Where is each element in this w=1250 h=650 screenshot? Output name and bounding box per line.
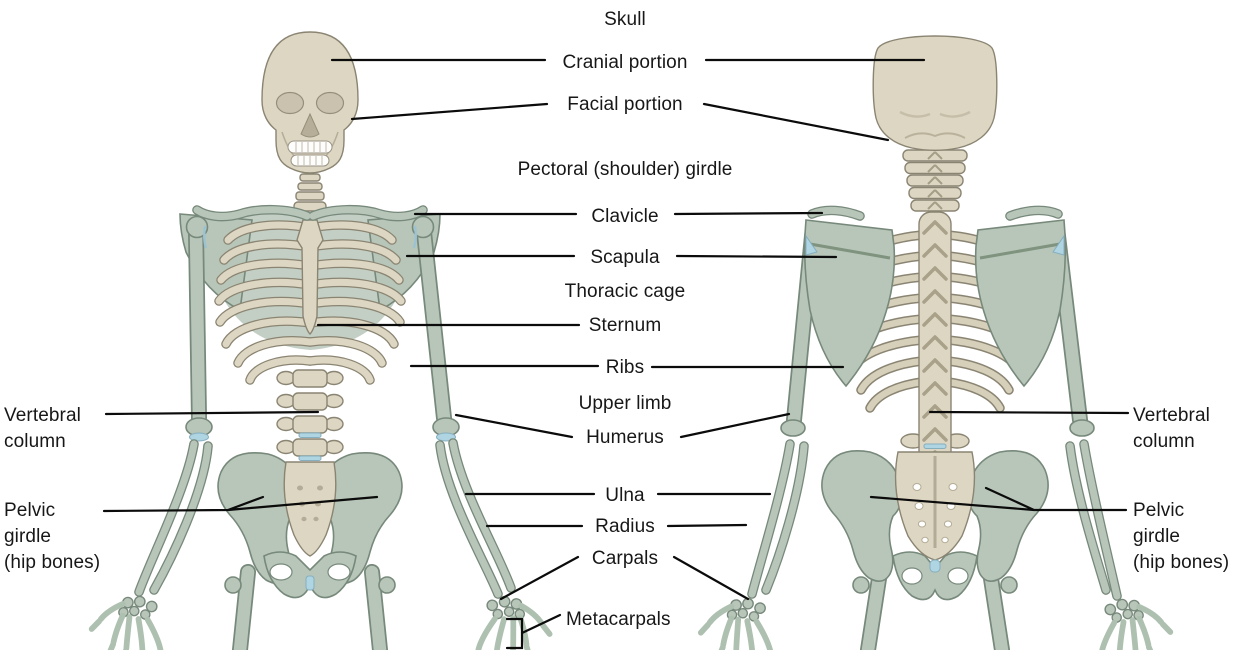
label-scapula: Scapula	[590, 247, 660, 268]
leader-radius-right	[666, 523, 748, 528]
cervical-vertebrae-back	[902, 149, 968, 212]
label-radius: Radius	[595, 516, 655, 537]
leader-humerus-right	[679, 412, 791, 439]
vertebral-line1: Vertebral	[1133, 405, 1210, 426]
label-pelvic-girdle-right: Pelvic girdle (hip bones)	[1133, 498, 1229, 576]
pelvic-line1: Pelvic	[4, 500, 56, 521]
cervical-vertebrae-front	[293, 173, 327, 212]
eye-socket-right	[315, 91, 345, 115]
shoulder-joint-right	[411, 215, 435, 239]
label-upper-limb: Upper limb	[578, 393, 672, 414]
hand-back-right	[1084, 591, 1176, 650]
nasal-aperture	[300, 112, 320, 138]
pelvic-line2: girdle	[1133, 526, 1181, 547]
vertebral-line1: Vertebral	[4, 405, 81, 426]
pelvic-line3: (hip bones)	[4, 552, 101, 573]
leader-scapula-right	[675, 254, 838, 259]
teeth-upper	[287, 140, 333, 154]
skull-back	[872, 35, 998, 151]
label-ulna: Ulna	[605, 485, 645, 506]
leader-metacarpals	[520, 613, 562, 635]
label-pelvic-girdle-left: Pelvic girdle (hip bones)	[4, 498, 100, 576]
elbow-back-right	[1069, 419, 1095, 437]
label-humerus: Humerus	[586, 427, 664, 448]
skull-front	[261, 31, 359, 174]
leader-carpals-right	[672, 555, 750, 601]
leader-pelvic-right	[869, 486, 1128, 512]
pelvis-back	[821, 450, 1049, 601]
label-metacarpals: Metacarpals	[566, 609, 671, 630]
posterior-skeleton	[696, 35, 1176, 650]
upper-limbs-back	[696, 210, 1176, 650]
anterior-skeleton	[86, 31, 553, 650]
sternum	[296, 219, 324, 335]
pelvis-front	[217, 452, 403, 599]
pelvic-line1: Pelvic	[1133, 500, 1185, 521]
label-clavicle: Clavicle	[591, 206, 659, 227]
label-ribs: Ribs	[605, 357, 645, 378]
hand-front-right	[466, 592, 552, 650]
pelvic-line2: girdle	[4, 526, 52, 547]
upper-limbs-front	[86, 210, 553, 650]
elbow-back-left	[780, 419, 806, 437]
leader-facial-right	[702, 102, 890, 142]
obturator-foramen-left	[269, 563, 293, 581]
label-facial-portion: Facial portion	[567, 94, 683, 115]
hand-front-left	[86, 588, 178, 650]
leader-vertebral-right	[928, 410, 1130, 415]
leader-lines	[102, 58, 1130, 650]
lumbar-spine-front	[276, 369, 344, 461]
leader-pelvic-left	[102, 495, 379, 513]
leader-humerus-left	[454, 413, 574, 439]
sacrum-front	[283, 461, 337, 557]
vertebral-line2: column	[4, 431, 66, 452]
label-cranial-portion: Cranial portion	[562, 52, 688, 73]
scapulae-back	[803, 219, 1067, 388]
pubic-symphysis	[305, 575, 315, 591]
label-vertebral-column-right: Vertebral column	[1133, 403, 1210, 455]
obturator-foramen-right	[327, 563, 351, 581]
leader-facial-left	[350, 102, 549, 121]
leader-clavicle-right	[673, 211, 824, 216]
shoulder-joint-left	[185, 215, 209, 239]
label-pectoral-girdle: Pectoral (shoulder) girdle	[517, 159, 733, 180]
hand-back-left	[696, 591, 786, 650]
leader-vertebral-left	[104, 410, 320, 416]
label-sternum: Sternum	[588, 315, 662, 336]
label-thoracic-cage: Thoracic cage	[564, 281, 686, 302]
label-vertebral-column-left: Vertebral column	[4, 403, 81, 455]
leader-carpals-left	[499, 555, 580, 601]
label-carpals: Carpals	[591, 548, 659, 569]
pelvic-line3: (hip bones)	[1133, 552, 1230, 573]
coccyx-joint	[929, 559, 941, 573]
label-skull: Skull	[604, 9, 646, 30]
eye-socket-left	[275, 91, 305, 115]
vertebral-line2: column	[1133, 431, 1195, 452]
